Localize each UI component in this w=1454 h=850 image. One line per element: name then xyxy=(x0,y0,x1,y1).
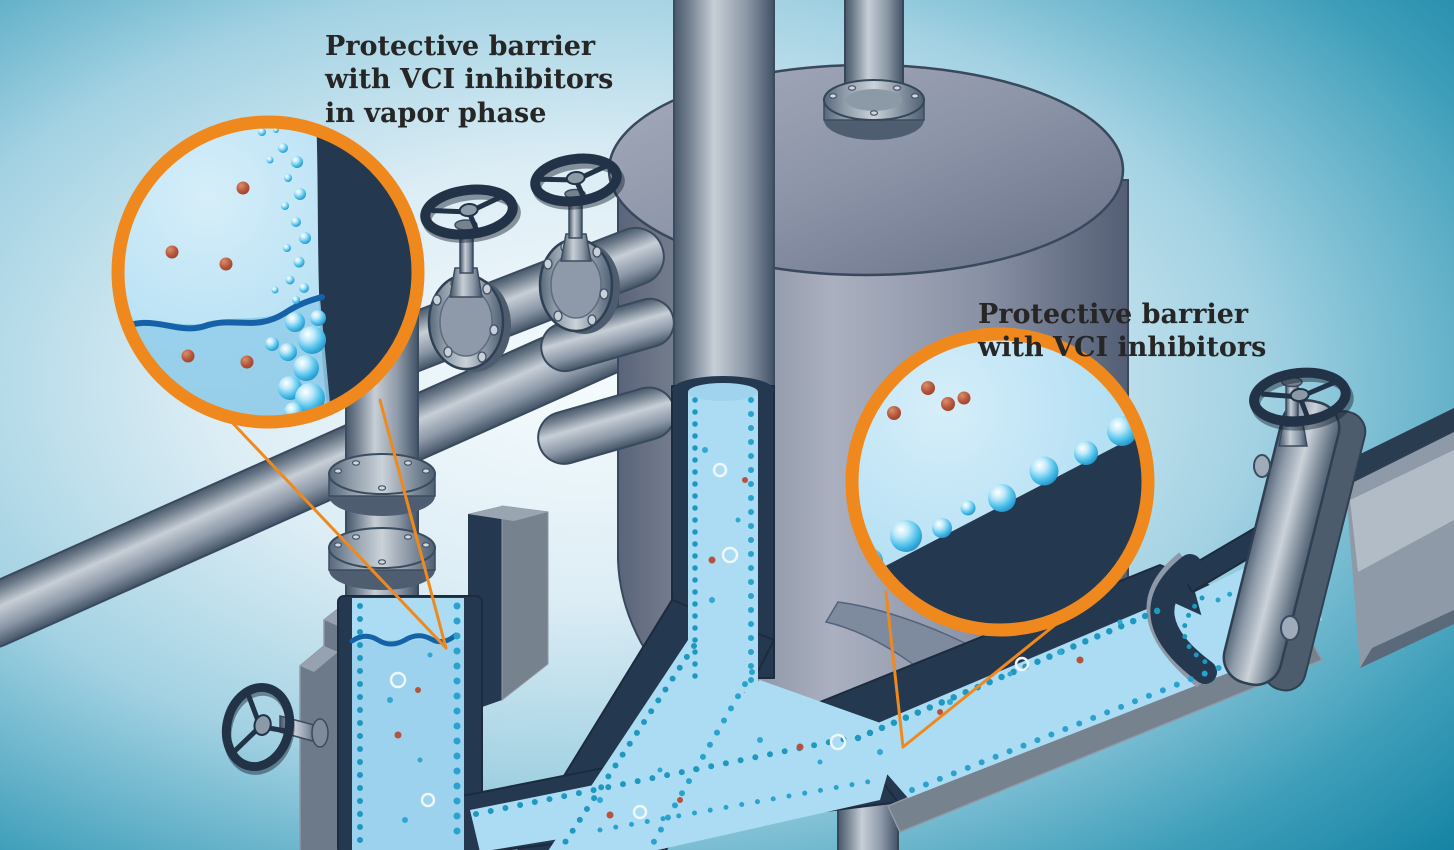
inhibitor-dots-in-liquid xyxy=(394,477,1084,819)
handwheel-icon xyxy=(530,153,625,210)
gate-valve-2 xyxy=(530,153,625,334)
label-vapor-phase-barrier: Protective barrier with VCI inhibitors i… xyxy=(325,30,613,130)
pipe-flange-upper xyxy=(328,453,436,516)
front-vertical-pipe xyxy=(673,0,775,395)
label-line: with VCI inhibitors xyxy=(978,332,1267,364)
vessel-liquid-below-surface xyxy=(352,640,464,850)
tank-inlet-flange xyxy=(823,79,925,140)
right-pipe-cut-mouth xyxy=(1150,554,1217,684)
handwheel-icon xyxy=(1249,367,1354,431)
ring-bubbles xyxy=(389,462,1030,820)
magnified-pipe-wall xyxy=(852,426,1148,630)
handwheel-icon xyxy=(420,184,521,243)
handwheel-icon xyxy=(221,682,295,775)
vapor-bubbles xyxy=(258,127,311,304)
callout-ring xyxy=(845,327,1155,637)
magnified-surface-wave xyxy=(118,294,325,335)
label-liquid-barrier: Protective barrier with VCI inhibitors xyxy=(978,298,1266,365)
process-pipe-with-valves xyxy=(369,153,665,378)
right-valve xyxy=(1249,367,1354,447)
valve-stem xyxy=(560,233,592,262)
cutaway-piping-network xyxy=(221,376,1351,850)
right-pipe-assembly xyxy=(1222,367,1454,692)
floating-bubbles xyxy=(387,447,1123,823)
callout-ring xyxy=(111,115,425,429)
label-line: Protective barrier xyxy=(325,31,596,62)
inhibitor-molecules xyxy=(887,381,971,420)
label-line: in vapor phase xyxy=(325,97,547,129)
riser-pipe xyxy=(328,289,436,603)
label-line: Protective barrier xyxy=(978,299,1249,330)
gate-valve-1 xyxy=(420,184,521,372)
side-valve xyxy=(221,682,329,775)
label-line: with VCI inhibitors xyxy=(325,64,614,96)
valve-stem xyxy=(449,267,483,298)
inhibitor-molecules xyxy=(165,181,254,369)
callout-liquid-surface xyxy=(845,327,1155,637)
